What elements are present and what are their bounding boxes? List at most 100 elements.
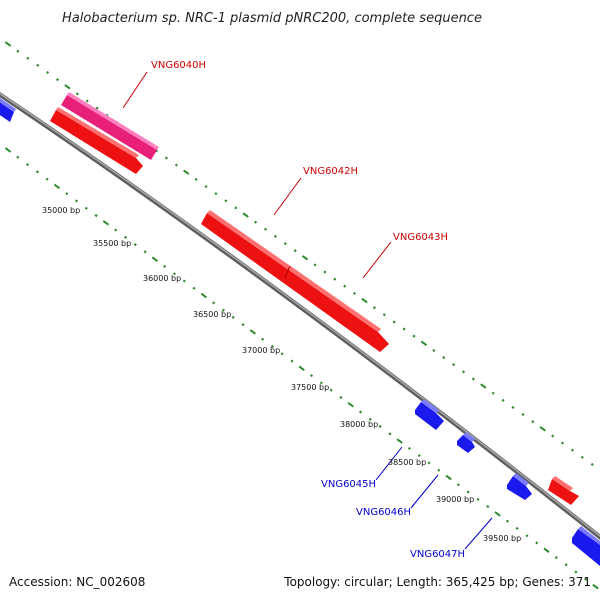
gene-arrow-vng6046h[interactable] [457, 432, 475, 453]
gene-arrow-forward-1[interactable] [50, 107, 143, 174]
ruler-dot [102, 220, 110, 226]
scale-label: 37000 bp [242, 346, 280, 355]
ruler-dot [310, 374, 314, 378]
ruler-dot [174, 163, 178, 167]
ruler-dot [452, 363, 456, 367]
ruler-dot [396, 438, 403, 444]
ruler-dot [4, 41, 12, 47]
ruler-dot [368, 417, 372, 421]
svg-text:VNG6045H: VNG6045H [321, 479, 376, 490]
ruler-dot [53, 183, 61, 190]
gene-arrow-vng6047h[interactable] [507, 473, 532, 500]
ruler-dot [4, 147, 12, 153]
ruler-dot [75, 92, 79, 96]
ruler-dot [535, 541, 539, 545]
gene-arrow-vng6045h[interactable] [415, 399, 444, 430]
ruler-dot [143, 250, 147, 254]
ruler-dot [333, 277, 337, 281]
ruler-dot [471, 377, 475, 381]
ruler-dot [55, 78, 60, 82]
gene-label-vng6047h[interactable]: VNG6047H [410, 517, 493, 560]
ruler-dot [319, 381, 323, 385]
ruler-dot [234, 206, 238, 210]
ruler-dot [551, 434, 555, 438]
ruler-dot [564, 563, 568, 567]
ruler-dot [442, 356, 446, 360]
ruler-dot [372, 306, 376, 310]
ruler-dot [214, 192, 218, 196]
ruler-dot [494, 511, 501, 517]
ruler-dot [221, 308, 225, 312]
gene-arrow-vng6040h[interactable] [61, 92, 159, 160]
ruler-dot [466, 490, 470, 494]
ruler-dot [280, 352, 284, 356]
ruler-dot [392, 320, 396, 324]
ruler-dot [151, 256, 158, 262]
ruler-dot [164, 156, 168, 160]
ruler-dot [480, 383, 487, 389]
ruler-dot [543, 547, 550, 554]
ruler-dot [412, 334, 416, 338]
ruler-dot [417, 454, 421, 458]
ruler-dot [347, 401, 354, 408]
scale-label: 39500 bp [483, 534, 521, 543]
ruler-dot [554, 556, 558, 560]
ruler-dot [515, 526, 519, 530]
ruler-dot [36, 63, 40, 67]
ruler-dot [574, 570, 578, 574]
ruler-dot [65, 192, 69, 196]
gene-label-vng6042h[interactable]: VNG6042H [273, 166, 358, 216]
ruler-dot [273, 234, 277, 238]
ruler-dot [242, 212, 249, 218]
ruler-dot [241, 323, 245, 327]
ruler-dot [420, 340, 428, 347]
reverse-gene-arrow-edge[interactable] [0, 98, 16, 122]
ruler-dot [531, 420, 535, 424]
ruler-dot [16, 155, 20, 159]
svg-text:VNG6047H: VNG6047H [410, 549, 465, 560]
ruler-dot [261, 337, 265, 341]
ruler-dot [212, 301, 216, 305]
gene-label-vng6040h[interactable]: VNG6040H [122, 60, 206, 109]
ruler-dot [402, 327, 406, 331]
ruler-dot [505, 519, 509, 523]
gene-label-vng6043h[interactable]: VNG6043H [362, 232, 448, 279]
ruler-dot [133, 243, 137, 247]
ruler-dot [114, 228, 118, 232]
ruler-dot [123, 235, 128, 239]
ruler-dot [388, 432, 392, 436]
scale-labels: 35000 bp 35500 bp 36000 bp 36500 bp 3700… [42, 206, 521, 543]
ruler-dot [323, 270, 327, 274]
gene-arrow-vng6043h[interactable] [201, 210, 389, 352]
ruler-dot [501, 398, 505, 402]
ruler-dot [293, 249, 297, 253]
ruler-dot [561, 441, 565, 445]
ruler-dot [382, 313, 386, 317]
scale-label: 35500 bp [93, 239, 131, 248]
gene-label-vng6045h[interactable]: VNG6045H [321, 446, 403, 490]
reverse-gene-arrow-bottom[interactable] [572, 526, 600, 566]
ruler-dot [525, 534, 529, 538]
ruler-dot [584, 577, 588, 581]
ruler-dot [200, 292, 208, 299]
ruler-dot [570, 448, 574, 452]
ruler-dot [64, 84, 71, 90]
ruler-dot [329, 388, 333, 392]
scale-label: 38500 bp [388, 458, 426, 467]
ruler-dot [84, 206, 88, 210]
ruler-dot [476, 497, 480, 501]
ruler-dot [26, 163, 30, 167]
ruler-dot [26, 56, 30, 60]
scale-label: 38000 bp [340, 420, 378, 429]
ruler-dot [85, 99, 89, 103]
ruler-dot [231, 315, 235, 319]
ruler-dot [361, 297, 368, 304]
ruler-dot [590, 462, 594, 466]
ruler-dot [263, 227, 268, 231]
ruler-dot [339, 395, 343, 399]
gene-label-vng6046h[interactable]: VNG6046H [356, 474, 439, 518]
gene-arrow-forward-2[interactable] [548, 476, 579, 505]
ruler-dot [461, 370, 466, 374]
svg-text:VNG6043H: VNG6043H [393, 232, 448, 243]
